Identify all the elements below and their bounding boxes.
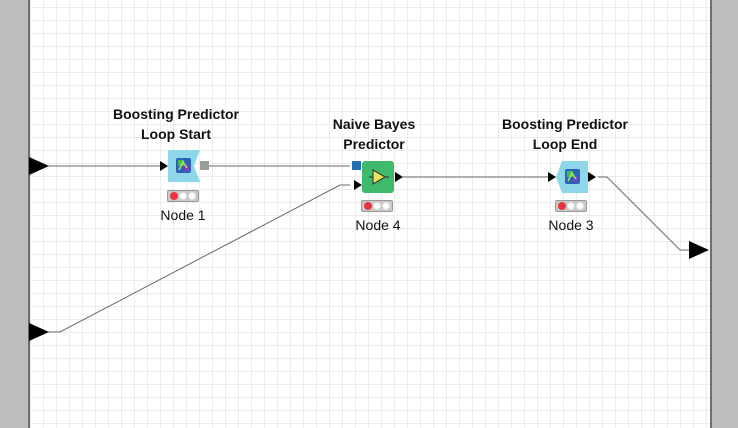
workflow-output-bar — [710, 0, 738, 428]
node3-title[interactable]: Boosting Predictor Loop End — [501, 116, 628, 152]
workflow-input-bar — [0, 0, 30, 428]
status-red-light — [169, 192, 178, 200]
node4-title[interactable]: Naive Bayes Predictor — [332, 116, 416, 152]
status-green-light — [576, 202, 585, 210]
node4-status-lights — [361, 200, 393, 212]
node3-name[interactable]: Node 3 — [548, 217, 594, 233]
node3-output-port[interactable] — [588, 172, 596, 182]
naive-bayes-predictor-icon — [362, 161, 394, 193]
workflow-output-port[interactable] — [689, 241, 709, 259]
node4-data-input-port[interactable] — [354, 180, 362, 190]
node1-name[interactable]: Node 1 — [160, 207, 206, 223]
node4-box[interactable] — [362, 161, 394, 193]
node4-output-port[interactable] — [395, 172, 403, 182]
boosting-loop-end-icon — [556, 161, 588, 193]
node1-title[interactable]: Boosting Predictor Loop Start — [112, 106, 239, 142]
node3-input-port[interactable] — [548, 172, 556, 182]
node4-name[interactable]: Node 4 — [355, 217, 401, 233]
node1-status-lights — [167, 190, 199, 202]
boosting-loop-start-icon — [168, 150, 200, 182]
status-green-light — [188, 192, 197, 200]
node4-model-input-port[interactable] — [352, 161, 361, 170]
connection-input2-node4[interactable] — [48, 184, 350, 333]
workflow-input-port-2[interactable] — [29, 323, 49, 341]
status-red-light — [363, 202, 372, 210]
status-yellow-light — [566, 202, 575, 210]
status-red-light — [557, 202, 566, 210]
node1-input-port[interactable] — [160, 161, 168, 171]
workflow-canvas[interactable] — [30, 0, 710, 428]
status-yellow-light — [372, 202, 381, 210]
status-green-light — [382, 202, 391, 210]
connection-node3-output[interactable] — [598, 176, 690, 251]
workflow-input-port-1[interactable] — [29, 157, 49, 175]
node1-box[interactable] — [168, 150, 200, 182]
node3-status-lights — [555, 200, 587, 212]
node1-output-port[interactable] — [200, 161, 209, 170]
node3-box[interactable] — [556, 161, 588, 193]
status-yellow-light — [178, 192, 187, 200]
